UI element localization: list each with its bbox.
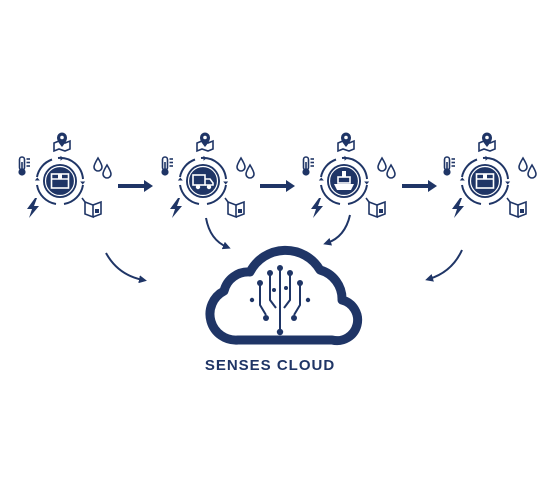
lightning-icon bbox=[311, 198, 323, 218]
lightning-icon bbox=[452, 198, 464, 218]
cloud-label: SENSES CLOUD bbox=[204, 357, 336, 374]
flow-arrow bbox=[260, 180, 295, 192]
lightning-icon bbox=[27, 198, 39, 218]
open-box-icon bbox=[506, 197, 527, 218]
cloud-arrow bbox=[105, 252, 147, 284]
open-box-icon bbox=[81, 197, 102, 218]
thermometer-icon bbox=[442, 156, 456, 177]
cloud-arrow bbox=[425, 249, 463, 282]
water-drops-icon bbox=[236, 157, 255, 179]
stage-2 bbox=[176, 154, 230, 205]
water-drops-icon bbox=[377, 157, 396, 179]
thermometer-icon bbox=[301, 156, 315, 177]
flow-arrow bbox=[118, 180, 153, 192]
stage-4 bbox=[458, 154, 512, 205]
lightning-icon bbox=[170, 198, 182, 218]
map-pin-icon bbox=[196, 131, 214, 152]
water-drops-icon bbox=[93, 157, 112, 179]
thermometer-icon bbox=[17, 156, 31, 177]
open-box-icon bbox=[224, 197, 245, 218]
stage-1 bbox=[33, 154, 87, 205]
map-pin-icon bbox=[337, 131, 355, 152]
circuit-cloud-icon bbox=[205, 245, 363, 346]
map-pin-icon bbox=[53, 131, 71, 152]
flow-arrow bbox=[402, 180, 437, 192]
water-drops-icon bbox=[518, 157, 537, 179]
map-pin-icon bbox=[478, 131, 496, 152]
cloud-arrow bbox=[323, 214, 351, 246]
stage-3 bbox=[317, 154, 371, 205]
cloud-arrow bbox=[205, 217, 231, 250]
open-box-icon bbox=[365, 197, 386, 218]
thermometer-icon bbox=[160, 156, 174, 177]
